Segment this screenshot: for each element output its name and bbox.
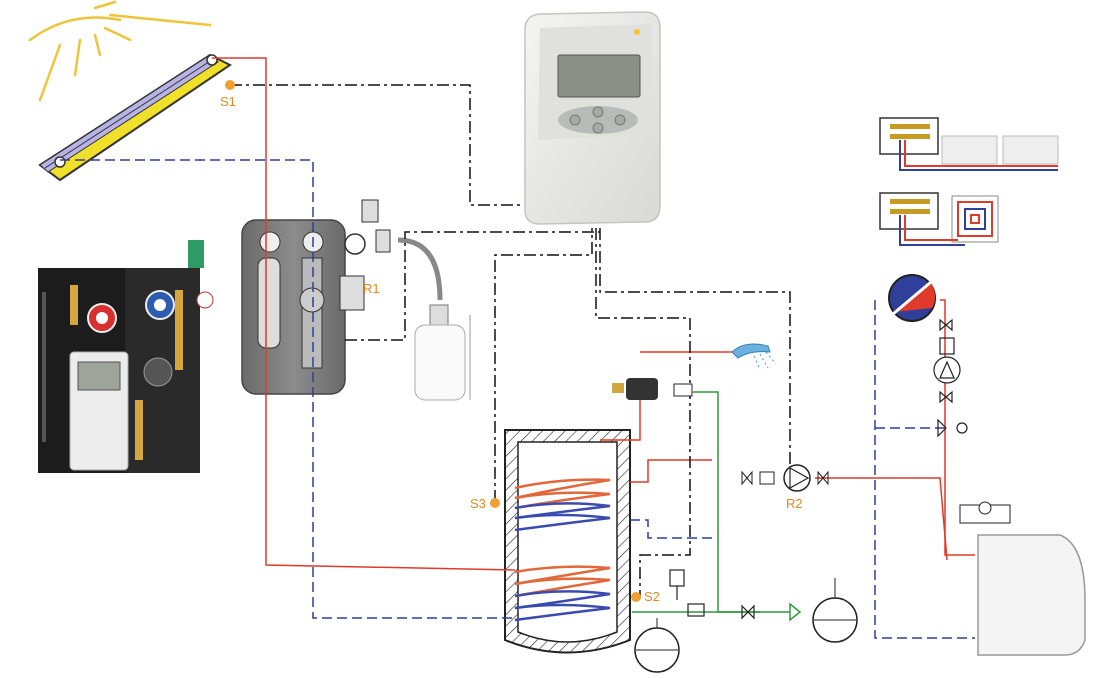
radiator-heating-icon xyxy=(879,117,1059,171)
pump-r2-label: R2 xyxy=(786,496,803,511)
floor-heating-icon xyxy=(879,192,999,246)
pump-icon xyxy=(741,464,829,492)
pump-station-schematic xyxy=(241,199,391,395)
cold-water-line xyxy=(632,391,790,613)
sensor-s2-label: S2 xyxy=(644,589,660,604)
mixing-valve-icon xyxy=(612,378,693,400)
solar-collector-icon xyxy=(38,53,232,182)
sensor-s3: S3 xyxy=(470,496,500,511)
heat-exchanger-icon xyxy=(888,274,936,322)
pump-r1-label: R1 xyxy=(363,281,380,296)
sensor-s1: S1 xyxy=(220,80,236,109)
potable-expansion-vessel xyxy=(634,618,680,673)
lower-coil xyxy=(514,565,611,622)
heating-expansion-vessel xyxy=(812,578,858,643)
sensor-s2: S2 xyxy=(631,589,660,604)
boiler-pump-group xyxy=(933,318,968,438)
sensor-s3-label: S3 xyxy=(470,496,486,511)
solar-return-line xyxy=(60,159,515,619)
solar-flow-line xyxy=(212,57,516,571)
cold-water-inlet-icon xyxy=(789,602,802,622)
shower-icon xyxy=(731,343,777,371)
signal-lines xyxy=(230,84,791,598)
pump-station-photo xyxy=(38,240,214,473)
sensor-s1-label: S1 xyxy=(220,94,236,109)
heating-return-line xyxy=(630,300,975,639)
controller-icon xyxy=(524,11,661,225)
sun-icon xyxy=(28,0,212,102)
safety-valve-group xyxy=(669,569,755,620)
expansion-vessel-icon xyxy=(397,237,471,401)
boiler-icon xyxy=(959,501,1086,656)
upper-coil xyxy=(514,478,611,532)
